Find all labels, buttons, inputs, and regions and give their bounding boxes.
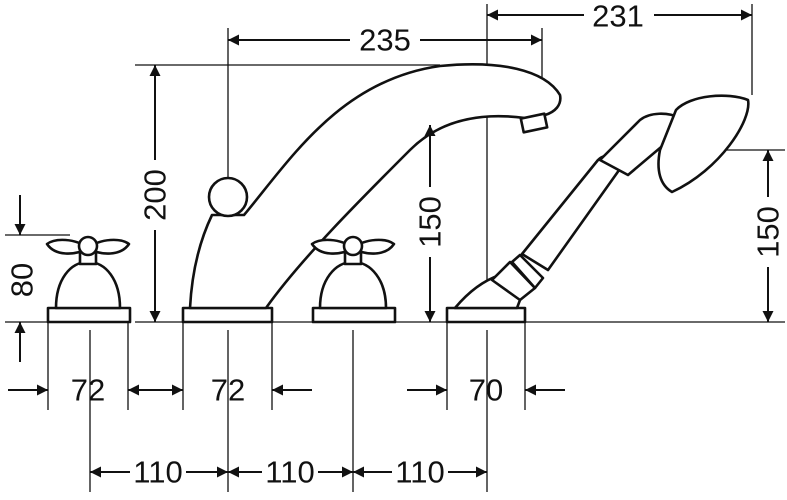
dim-label-spacing-3: 110 — [395, 455, 444, 490]
dim-label-handle-base-width: 72 — [71, 373, 105, 408]
left-handle-valve — [45, 235, 132, 324]
dim-label-shower-base-width: 70 — [469, 373, 503, 408]
dim-label-spacing-1: 110 — [133, 455, 182, 490]
right-handle-valve — [310, 235, 397, 324]
dim-label-spout-reach: 235 — [359, 23, 411, 58]
dim-label-shower-holder-height: 150 — [751, 206, 786, 258]
dim-label-shower-reach: 231 — [592, 0, 644, 34]
dim-label-spout-base-width: 72 — [211, 373, 245, 408]
hand-shower — [445, 94, 750, 324]
extension-lines — [5, 4, 785, 492]
dim-label-spout-outlet-height: 150 — [413, 196, 448, 248]
dim-label-handle-height: 80 — [5, 263, 40, 297]
dim-label-spout-height: 200 — [138, 169, 173, 221]
spout — [181, 63, 562, 324]
dim-label-spacing-2: 110 — [265, 455, 314, 490]
